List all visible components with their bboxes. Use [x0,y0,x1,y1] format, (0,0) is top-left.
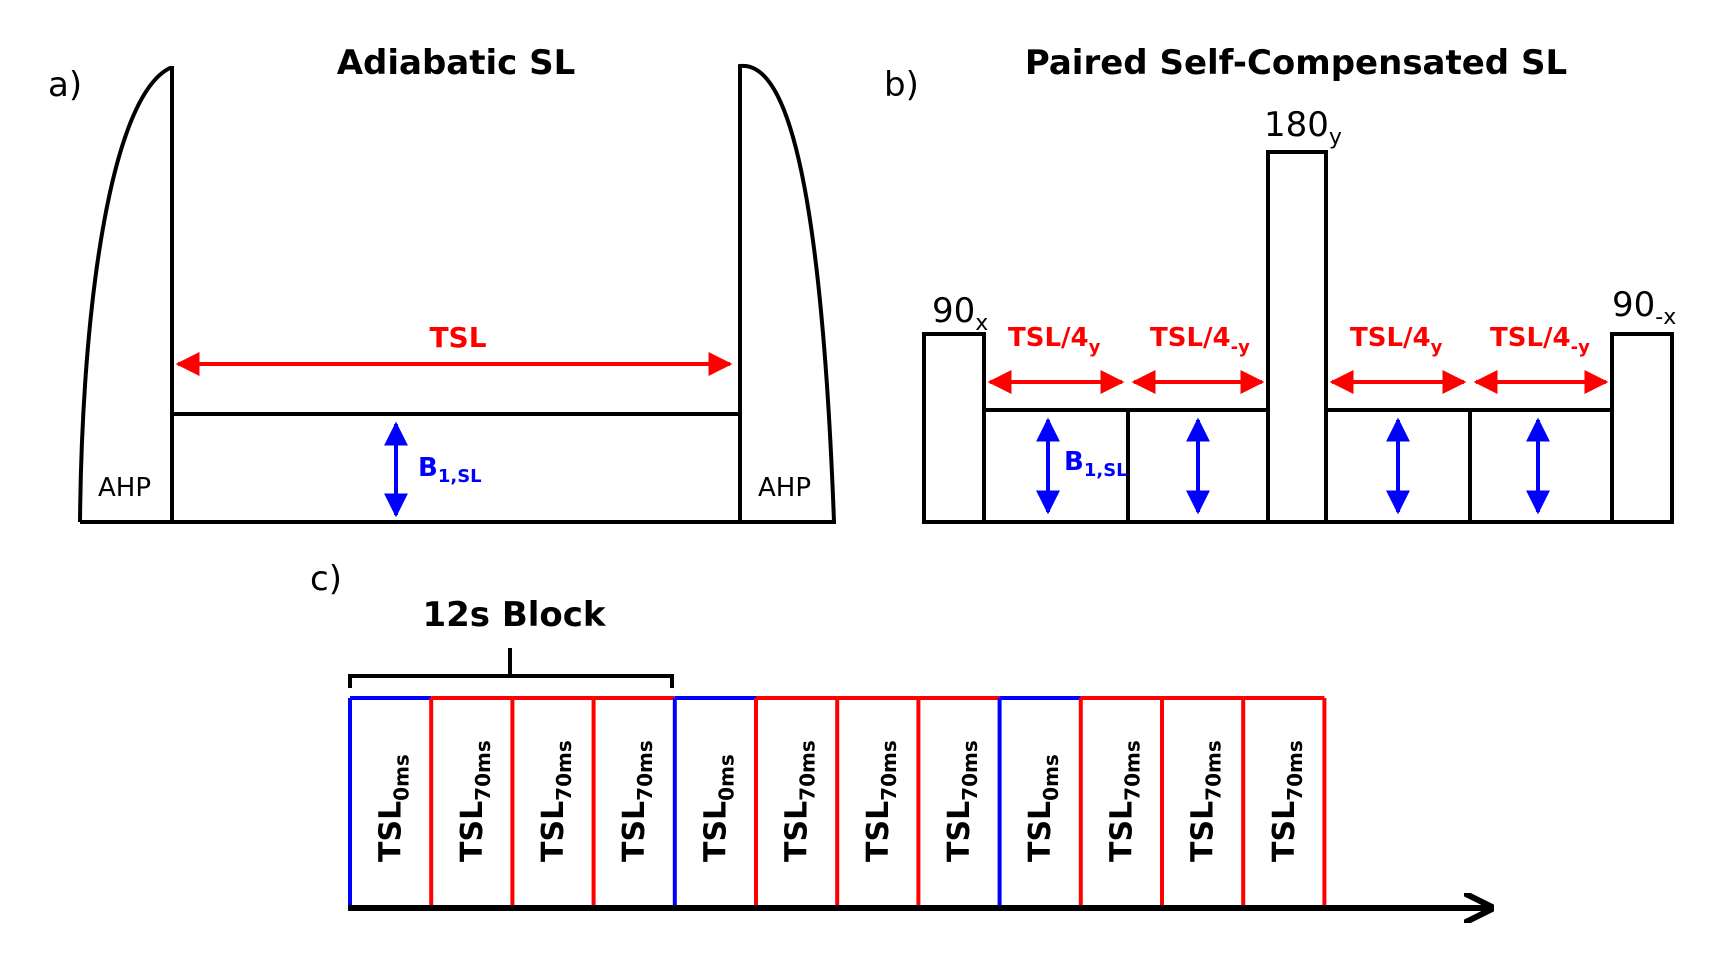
panel-b-letter: b) [884,65,919,105]
tsl-label: TSL [429,321,486,354]
pulse-90mx-label: 90-x [1612,285,1676,330]
tsl-block: TSL70ms [835,696,919,908]
panel-a-title: Adiabatic SL [337,43,576,83]
tsl-block: TSL70ms [1078,696,1162,908]
ahp-left-label: AHP [98,473,151,503]
tsl-block: TSL0ms [997,696,1081,908]
tsl-block-label: TSL70ms [455,740,495,862]
panel-b: b) Paired Self-Compensated SL 90x 180y 9… [884,43,1676,524]
block-sequence: TSL0ms TSL70ms TSL70ms TSL70ms TSL0ms TSL70ms… [348,696,1327,908]
b1-label: B1,SL [418,453,482,487]
pulse-90x-label: 90x [932,291,988,336]
tsl-block: TSL0ms [348,696,432,908]
tsl-block-label: TSL70ms [1186,740,1226,862]
tsl-block-label: TSL0ms [698,754,738,862]
tsl-block: TSL70ms [754,696,838,908]
tsl-block: TSL70ms [1160,696,1244,908]
ahp-left-pulse [78,66,174,524]
sequence-outline [922,150,1674,524]
tsl-block: TSL70ms [510,696,594,908]
tsl4-label-4: TSL/4-y [1490,323,1590,358]
tsl-block-label: TSL0ms [1023,754,1063,862]
tsl-block: TSL70ms [916,696,1000,908]
tsl-block: TSL0ms [672,696,756,908]
panel-b-title: Paired Self-Compensated SL [1025,43,1567,83]
tsl4-label-3: TSL/4y [1350,323,1443,358]
panel-a: a) Adiabatic SL AHP AHP TSL B1,SL [48,43,837,524]
tsl-block-label: TSL70ms [536,740,576,862]
tsl-block-label: TSL70ms [617,740,657,862]
block-label: 12s Block [422,595,606,635]
tsl4-label-2: TSL/4-y [1150,323,1250,358]
tsl-block-label: TSL70ms [1104,740,1144,862]
panel-c-letter: c) [310,559,342,599]
panel-a-letter: a) [48,65,82,105]
ahp-right-pulse [738,63,837,524]
tsl-block-label: TSL70ms [780,740,820,862]
b1-label-b: B1,SL [1064,447,1128,481]
tsl-block-label: TSL70ms [942,740,982,862]
tsl4-label-1: TSL/4y [1008,323,1101,358]
ahp-right-label: AHP [758,473,811,503]
block-brace [348,648,674,688]
panel-c: c) 12s Block TSL0ms TSL70ms TSL70ms TSL70ms… [310,559,1488,908]
tsl-block: TSL70ms [1241,696,1327,908]
tsl-block-label: TSL0ms [374,754,414,862]
tsl-block: TSL70ms [429,696,513,908]
tsl-block: TSL70ms [591,696,675,908]
pulse-180y-label: 180y [1264,105,1342,150]
tsl-block-label: TSL70ms [1267,740,1307,862]
spin-lock-block [172,412,740,524]
tsl-block-label: TSL70ms [861,740,901,862]
